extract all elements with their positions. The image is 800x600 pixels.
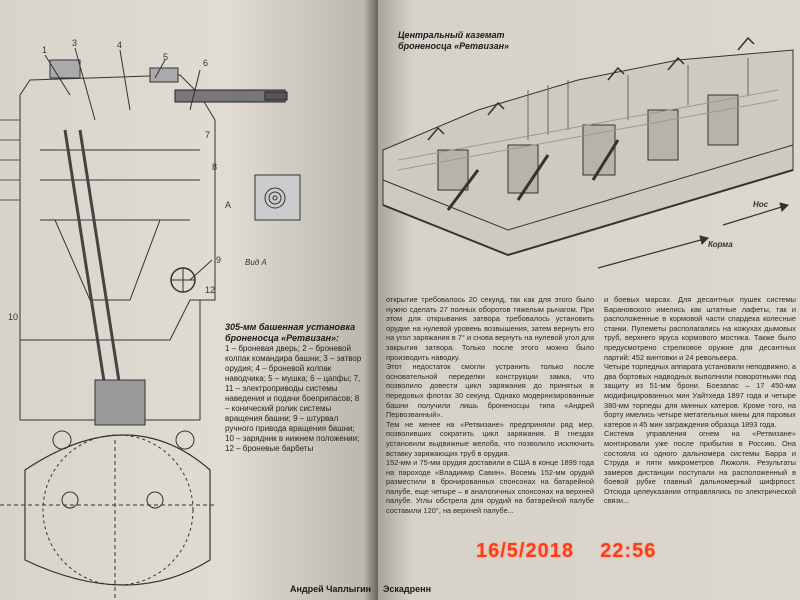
footer-author: Андрей Чаплыгин bbox=[290, 584, 372, 594]
right-page: Центральный каземат броненосца «Ретвизан… bbox=[378, 0, 800, 600]
caption-title: 305-мм башенная установка броненосца «Ре… bbox=[225, 322, 356, 343]
casemate-drawing bbox=[382, 36, 794, 269]
casemate-title: Центральный каземат броненосца «Ретвизан… bbox=[398, 30, 510, 51]
callout-7: 7 bbox=[205, 130, 211, 140]
callout-5: 5 bbox=[163, 52, 169, 62]
caption-body: 1 – броневая дверь; 2 – броневой колпак … bbox=[225, 344, 362, 453]
figure-caption: 305-мм башенная установка броненосца «Ре… bbox=[225, 322, 365, 454]
callout-10: 10 bbox=[8, 312, 19, 322]
callout-9: 9 bbox=[216, 255, 222, 265]
callout-1: 1 bbox=[42, 45, 48, 55]
callout-3: 3 bbox=[72, 38, 78, 48]
callout-6: 6 bbox=[203, 58, 209, 68]
callout-8: 8 bbox=[212, 162, 218, 172]
stern-label: Корма bbox=[708, 240, 733, 249]
stamp-time: 22:56 bbox=[600, 540, 657, 562]
callout-4: 4 bbox=[117, 40, 123, 50]
text-column-1: открытие требовалось 20 секунд, так как … bbox=[386, 295, 594, 516]
bow-label: Нос bbox=[753, 200, 769, 209]
callout-12: 12 bbox=[205, 285, 216, 295]
stamp-date: 16/5/2018 bbox=[476, 540, 574, 562]
camera-date-stamp: 16/5/2018 22:56 bbox=[476, 540, 656, 563]
text-column-2: и боевых марсах. Для десантных пушек сис… bbox=[604, 295, 796, 506]
turret-diagram bbox=[0, 47, 301, 600]
left-page: 1 3 4 5 6 7 8 9 10 12 A Вид А 305-мм баш… bbox=[0, 0, 378, 600]
footer-series: Эскадренн bbox=[383, 584, 432, 594]
view-label: Вид А bbox=[245, 258, 267, 267]
callout-A: A bbox=[225, 200, 232, 210]
